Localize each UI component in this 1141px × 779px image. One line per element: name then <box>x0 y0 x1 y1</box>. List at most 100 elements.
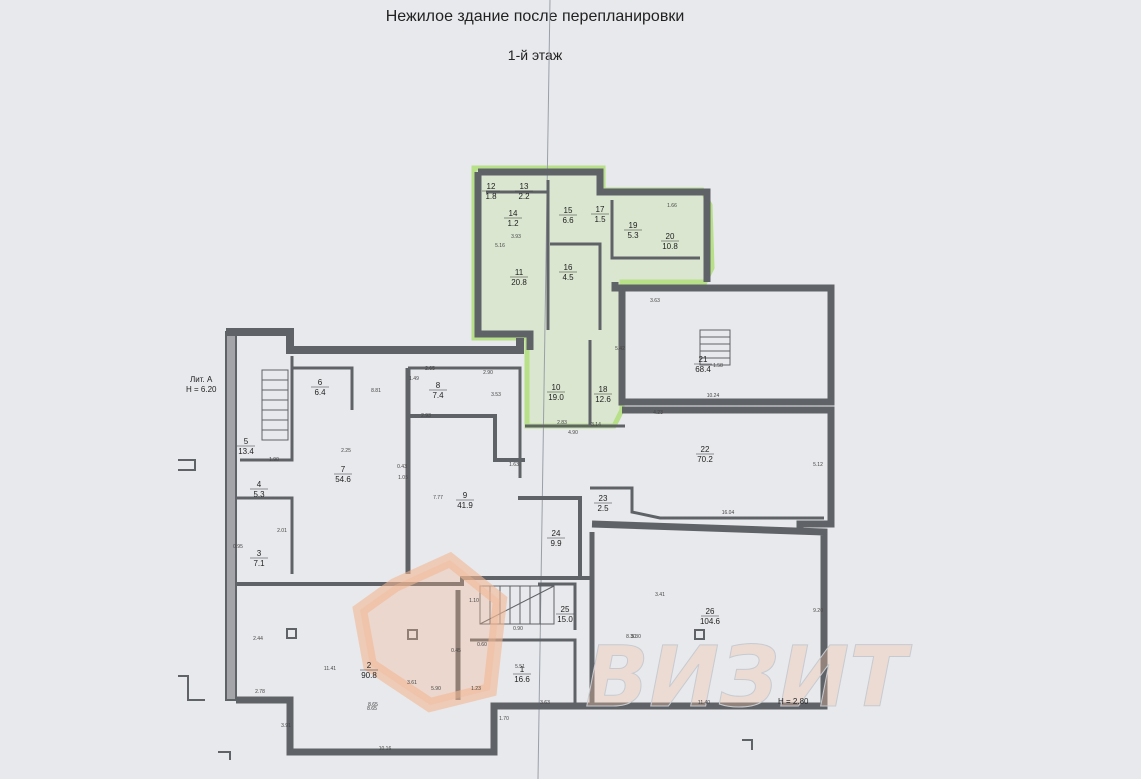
room-number: 19 <box>629 221 638 230</box>
outer-wall-lower-left <box>236 576 590 586</box>
room-number: 15 <box>564 206 573 215</box>
room-number: 12 <box>487 182 496 191</box>
dimension-label: 0.95 <box>233 544 243 550</box>
room-number: 21 <box>699 355 708 364</box>
lit-height-label: Н = 6.20 <box>186 385 217 394</box>
room-area: 1.2 <box>507 219 519 228</box>
dimension-label: 10.16 <box>379 746 392 752</box>
partition-8 <box>408 366 522 478</box>
room-area: 5.3 <box>253 490 265 499</box>
room-number: 14 <box>509 209 518 218</box>
room-area: 13.4 <box>238 447 254 456</box>
dimension-label: 2.90 <box>483 370 493 376</box>
dimension-label: 1.23 <box>471 686 481 692</box>
room-number: 24 <box>552 529 561 538</box>
exterior-mark <box>742 739 753 750</box>
dimension-label: 3.61 <box>407 680 417 686</box>
room-number: 23 <box>599 494 608 503</box>
room-number: 16 <box>564 263 573 272</box>
room-area: 90.8 <box>361 671 377 680</box>
dimension-label: 5.16 <box>495 243 505 249</box>
room-area: 6.4 <box>314 388 326 397</box>
dimension-label: 9.20 <box>813 608 823 614</box>
room-area: 6.6 <box>562 216 574 225</box>
dimension-label: 11.40 <box>698 700 710 706</box>
dimension-label: 2.78 <box>255 689 265 695</box>
room-number: 4 <box>257 480 262 489</box>
room-number: 1 <box>520 665 525 674</box>
outer-wall-26 <box>584 520 828 710</box>
dimension-label: 1.63 <box>509 462 519 468</box>
dimension-label: 8.81 <box>371 388 381 394</box>
dimension-label: 2.44 <box>253 636 263 642</box>
dimension-label: 8.30 <box>626 634 636 640</box>
watermark-text: ВИЗИТ <box>585 628 912 726</box>
room-area: 12.6 <box>595 395 611 404</box>
stairs-21 <box>699 329 731 366</box>
lit-label: Лит. А <box>190 375 213 384</box>
room-number: 2 <box>367 661 372 670</box>
dimension-label: 1.49 <box>409 376 419 382</box>
exterior-step <box>178 675 205 701</box>
fold-line <box>537 0 551 779</box>
height-label: Н = 2.80 <box>778 697 809 706</box>
room-area: 7.1 <box>253 559 265 568</box>
room-number: 5 <box>244 437 249 446</box>
partition-24 <box>518 496 582 580</box>
dimension-label: 5.30 <box>631 634 641 640</box>
room-area: 7.4 <box>432 391 444 400</box>
stairs-5 <box>261 369 289 441</box>
dimension-label: 11.41 <box>324 666 336 672</box>
dimension-label: 0.90 <box>513 626 523 632</box>
dimension-label: 8.65 <box>367 706 377 712</box>
partition-23 <box>590 486 824 520</box>
dimension-label: 5.51 <box>515 664 525 670</box>
room-area: 68.4 <box>695 365 711 374</box>
dimension-label: 3.63 <box>540 700 550 706</box>
dimension-label: 0.45 <box>451 648 461 654</box>
dimension-label: 4.90 <box>568 430 578 436</box>
dimension-label: 2.65 <box>425 366 435 372</box>
partition-25 <box>538 582 577 630</box>
dimension-label: 2.25 <box>341 448 351 454</box>
room-area: 9.9 <box>550 539 562 548</box>
room-area: 1.5 <box>594 215 606 224</box>
room-area: 5.3 <box>627 231 639 240</box>
dimension-label: 2.93 <box>421 413 431 419</box>
outer-wall-west <box>225 331 237 701</box>
outer-wall-north-left <box>226 328 524 354</box>
column <box>407 629 418 640</box>
partition-6 <box>292 366 354 410</box>
room-number: 6 <box>318 378 323 387</box>
room-number: 8 <box>436 381 441 390</box>
room-number: 25 <box>561 605 570 614</box>
partition-19-20 <box>610 200 700 260</box>
partition-15-16 <box>550 242 602 330</box>
partition-4-3 <box>236 496 294 574</box>
column <box>694 629 705 640</box>
room-area: 2.5 <box>597 504 609 513</box>
stairs-25 <box>479 585 555 625</box>
dimension-label: 0.43 <box>397 464 407 470</box>
room-area: 41.9 <box>457 501 473 510</box>
room-area: 15.0 <box>557 615 573 624</box>
partition-1 <box>470 638 577 706</box>
dimension-label: 16.04 <box>722 510 735 516</box>
room-number: 11 <box>515 268 524 277</box>
watermark-emblem-icon <box>352 551 508 713</box>
dimension-label: 7.77 <box>433 495 443 501</box>
outer-wall-21 <box>611 282 835 406</box>
outer-wall-22 <box>622 406 835 532</box>
dimension-label: 5.90 <box>431 686 441 692</box>
room-number: 3 <box>257 549 262 558</box>
dimension-label: 1.66 <box>667 203 677 209</box>
room-number: 10 <box>552 383 561 392</box>
room-number: 26 <box>706 607 715 616</box>
room-area: 54.6 <box>335 475 351 484</box>
outer-wall-south <box>236 696 584 756</box>
exterior-step <box>178 459 196 471</box>
dimension-label: 3.93 <box>511 234 521 240</box>
dimension-label: 3.63 <box>650 298 660 304</box>
column <box>286 628 297 639</box>
